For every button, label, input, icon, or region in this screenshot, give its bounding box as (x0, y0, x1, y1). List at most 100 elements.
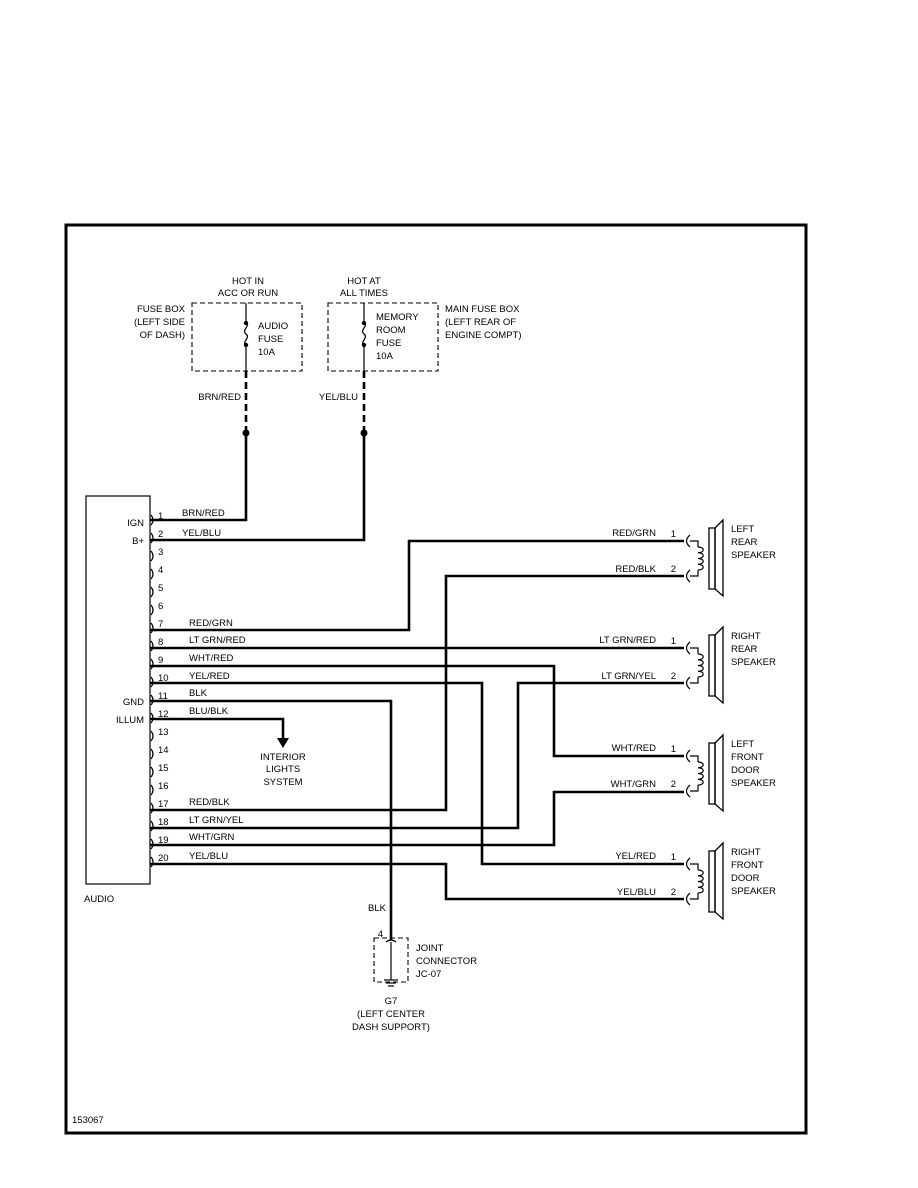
wire-blk-gnd (150, 699, 393, 940)
audio-pin: 3 (150, 547, 163, 562)
audio-pin-number: 14 (158, 745, 169, 756)
audio-pin: 9 (150, 655, 163, 670)
audio-pin: 2 (150, 529, 163, 544)
speaker-wire-label: LT GRN/YEL (601, 671, 656, 682)
audio-pin-number: 7 (158, 619, 163, 630)
speaker-name: SPEAKER (731, 778, 776, 789)
wire-red-grn (150, 539, 684, 632)
speaker-name: SPEAKER (731, 657, 776, 668)
speaker-name: SPEAKER (731, 886, 776, 897)
wire-label-p20: YEL/BLU (189, 851, 228, 862)
speaker-name: RIGHT (731, 847, 761, 858)
speaker-wire-label: WHT/RED (612, 743, 656, 754)
brn-red-wire-label-top: BRN/RED (198, 392, 241, 403)
pin-label-illum: ILLUM (116, 715, 144, 726)
audio-fuse-group: HOT IN ACC OR RUN FUSE BOX (LEFT SIDE OF… (134, 276, 303, 437)
main-fuse-box-label-1: MAIN FUSE BOX (445, 304, 520, 315)
wire-brn-red (150, 433, 248, 522)
speaker-pin: 2 (671, 671, 676, 682)
memory-fuse-label-1: MEMORY (376, 312, 419, 323)
audio-pin: 14 (150, 745, 169, 760)
memory-fuse-label-4: 10A (376, 351, 394, 362)
speaker-wire-label: RED/GRN (612, 528, 656, 539)
memory-fuse-symbol (361, 321, 367, 347)
audio-pin-number: 13 (158, 727, 169, 738)
speaker-coil (697, 761, 704, 786)
audio-pin-number: 4 (158, 565, 163, 576)
main-fuse-box-label-3: ENGINE COMPT) (445, 330, 522, 341)
audio-pin: 5 (150, 583, 163, 598)
ground-label-3: DASH SUPPORT) (352, 1022, 430, 1033)
audio-pin-number: 20 (158, 853, 169, 864)
audio-pin-number: 19 (158, 835, 169, 846)
wire-wht-grn (150, 790, 684, 847)
speaker-pin: 2 (671, 779, 676, 790)
audio-unit: AUDIO IGN B+ GND ILLUM 12345678910111213… (84, 495, 169, 905)
audio-fuse-symbol (243, 321, 249, 347)
fuse-box-label-3: OF DASH) (140, 330, 185, 341)
audio-pin: 7 (150, 619, 163, 634)
speaker-cone-icon (714, 518, 724, 598)
joint-connector-label-1: JOINT (416, 943, 444, 954)
audio-pin: 18 (150, 817, 169, 832)
fuse-box-label-1: FUSE BOX (137, 304, 186, 315)
audio-fuse-header-1: HOT IN (232, 276, 264, 287)
main-fuse-box-outline (327, 302, 439, 372)
speaker-name: DOOR (731, 873, 760, 884)
joint-connector-pin: 4 (378, 929, 383, 940)
speaker-coil (697, 546, 704, 571)
speaker-wire-label: YEL/RED (615, 851, 656, 862)
speaker-pin: 2 (671, 564, 676, 575)
diagram-id: 153067 (72, 1115, 104, 1126)
audio-pin-number: 3 (158, 547, 163, 558)
speaker-body (708, 850, 716, 913)
speaker-cone-icon (714, 841, 724, 921)
audio-pin: 8 (150, 637, 163, 652)
audio-pin-number: 15 (158, 763, 169, 774)
speaker-name: REAR (731, 537, 758, 548)
audio-fuse-label-3: 10A (258, 347, 276, 358)
memory-fuse-group: HOT AT ALL TIMES MAIN FUSE BOX (LEFT REA… (319, 276, 522, 437)
audio-pin: 19 (150, 835, 169, 850)
wire-label-p2: YEL/BLU (182, 528, 221, 539)
wire-label-p7: RED/GRN (189, 618, 233, 629)
speaker-coil (697, 653, 704, 678)
audio-pin-number: 11 (158, 691, 168, 702)
speaker-pin: 1 (671, 852, 676, 863)
speaker-name: LEFT (731, 739, 754, 750)
wire-yel-blu (150, 862, 684, 901)
ground-label-2: (LEFT CENTER (357, 1009, 425, 1020)
wire-label-p12: BLU/BLK (189, 706, 229, 717)
audio-pin: 17 (150, 799, 169, 814)
joint-connector-label-3: JC-07 (416, 969, 441, 980)
main-fuse-box-label-2: (LEFT REAR OF (445, 317, 516, 328)
audio-pin-number: 6 (158, 601, 163, 612)
speaker-body (708, 634, 716, 697)
audio-pin: 12 (150, 709, 169, 724)
speaker-name: DOOR (731, 765, 760, 776)
joint-connector: BLK 4 JOINT CONNECTOR JC-07 G7 (LEFT CEN… (352, 903, 477, 1033)
pin-label-gnd: GND (123, 697, 144, 708)
memory-fuse-label-2: ROOM (376, 325, 406, 336)
audio-fuse-header-2: ACC OR RUN (218, 288, 278, 299)
speaker-coil (697, 869, 704, 894)
audio-pin: 15 (150, 763, 169, 778)
ground-label-1: G7 (385, 996, 398, 1007)
audio-pin: 13 (150, 727, 169, 742)
audio-pin: 11 (150, 691, 168, 706)
audio-pin: 1 (150, 511, 163, 526)
wire-label-p1: BRN/RED (182, 508, 225, 519)
fuse-box-label-2: (LEFT SIDE (134, 317, 185, 328)
wire-yel-blu-bplus (150, 433, 366, 542)
speaker-body (708, 527, 716, 590)
audio-pin: 4 (150, 565, 163, 580)
speaker-name: SPEAKER (731, 550, 776, 561)
interior-lights-label-3: SYSTEM (263, 777, 302, 788)
wire-blu-blk (150, 717, 285, 738)
audio-pin-number: 10 (158, 673, 169, 684)
speaker-cone-icon (714, 733, 724, 813)
